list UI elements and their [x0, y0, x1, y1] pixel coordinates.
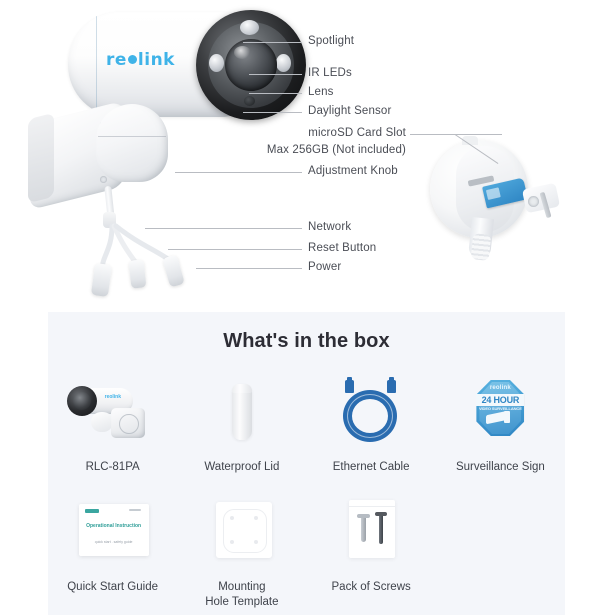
box-item-ethernet-cable: Ethernet Cable [307, 374, 436, 475]
callout-label-microsd-card-slot: microSD Card Slot [308, 127, 406, 139]
screw-bag [349, 500, 396, 558]
lens-glint [234, 46, 251, 59]
logo-dot [127, 55, 137, 64]
lid-body [231, 384, 252, 440]
thumb-camera-bracket-ring [118, 414, 139, 434]
box-item-label-quick-start-guide: Quick Start Guide [67, 581, 158, 593]
rj45-plug-left [345, 377, 355, 393]
box-item-label-surveillance-sign: Surveillance Sign [455, 461, 545, 473]
mount-base-tab [462, 136, 478, 145]
callout-label-microsd-capacity: Max 256GB (Not included) [266, 144, 406, 156]
daylight-sensor-icon [244, 96, 255, 106]
screw-bag-seal [349, 500, 396, 507]
ethernet-cable-icon [323, 374, 419, 452]
box-item-mounting-hole-template: Mounting Hole Template [177, 494, 306, 610]
quick-start-guide-icon: Operational Instruction quick start . sa… [65, 494, 161, 572]
bracket-screw-bottom [100, 176, 107, 183]
mounting-hole-template-icon [194, 494, 290, 572]
template-hole-bl [229, 540, 234, 544]
leader-line-adjustment-knob [175, 172, 302, 173]
sign-headline-text: 24 HOUR [481, 395, 520, 405]
box-item-label-mounting-hole-template: Mounting Hole Template [205, 581, 279, 608]
leader-line-network [145, 228, 302, 229]
guide-corner-text [128, 509, 141, 511]
callout-label-adjustment-knob: Adjustment Knob [308, 165, 398, 177]
sign-octagon-inner [479, 382, 522, 434]
box-items-row-2-spacer [436, 494, 565, 610]
reset-button-connector [128, 259, 147, 289]
adjustment-knob-joint [96, 104, 168, 182]
guide-title-text: Operational Instruction [86, 523, 142, 529]
box-section-title: What's in the box [223, 330, 390, 352]
detail-cable-coil [470, 233, 492, 261]
camera-lens-face [196, 10, 306, 120]
box-item-label-rlc-81pa: RLC-81PA [85, 461, 140, 473]
camera-body-seam [96, 16, 97, 112]
lid-cap [231, 384, 252, 393]
callout-label-spotlight: Spotlight [308, 35, 355, 47]
ir-led-left-icon [209, 54, 224, 72]
rj45-plug-right [387, 377, 397, 393]
box-item-label-ethernet-cable: Ethernet Cable [332, 461, 410, 473]
lens-core [225, 39, 277, 91]
box-item-rlc-81pa: reolink RLC-81PA [48, 374, 177, 475]
thumb-camera-lens-core [72, 392, 91, 410]
box-item-pack-of-screws: Pack of Screws [307, 494, 436, 610]
leader-line-ir-leds [249, 74, 302, 75]
leader-line-reset-button [168, 249, 302, 250]
callout-label-power: Power [308, 261, 342, 273]
thumb-camera-joint [90, 412, 113, 432]
surveillance-sign-icon: reolink 24 HOUR VIDEO SURVEILLANCE [452, 374, 548, 452]
spotlight-led-icon [240, 20, 259, 35]
box-items-row-2: Operational Instruction quick start . sa… [48, 494, 565, 610]
callout-label-reset-button: Reset Button [308, 242, 377, 254]
leader-line-power [196, 268, 302, 269]
sign-subline-text: VIDEO SURVEILLANCE [478, 406, 522, 411]
wall-mount-plate [28, 112, 54, 204]
leader-line-daylight-sensor [243, 112, 302, 113]
template-hole-tl [229, 516, 234, 520]
callout-label-lens: Lens [308, 86, 334, 98]
joint-seam [98, 136, 166, 137]
wall-anchor [361, 514, 367, 542]
template-hole-tr [253, 516, 258, 520]
camera-thumbnail-icon: reolink [65, 374, 161, 452]
sign-headline-band [476, 394, 525, 406]
callout-label-daylight-sensor: Daylight Sensor [308, 105, 392, 117]
screw-head [375, 512, 388, 516]
camera-cable-harness [68, 185, 248, 298]
pack-of-screws-icon [323, 494, 419, 572]
wall-anchor-head [357, 514, 371, 518]
waterproof-lid-icon [194, 374, 290, 452]
box-item-label-waterproof-lid: Waterproof Lid [204, 461, 280, 473]
cable-coil-highlight [347, 394, 394, 438]
sign-camera-mount-glyph [504, 411, 511, 423]
sign-brand-text: reolink [489, 385, 511, 391]
box-items-row-1: reolink RLC-81PA Waterproof Lid [48, 374, 565, 475]
cap-screw-hole [528, 196, 539, 207]
box-item-waterproof-lid: Waterproof Lid [177, 374, 306, 475]
microsd-slot-detail-illustration [412, 130, 592, 265]
guide-logo-mark [84, 509, 99, 513]
screw [379, 512, 384, 544]
leader-line-spotlight [243, 42, 302, 43]
box-item-quick-start-guide: Operational Instruction quick start . sa… [48, 494, 177, 610]
thumb-camera-logo: reolink [104, 394, 122, 400]
template-outline [222, 509, 267, 553]
box-item-surveillance-sign: reolink 24 HOUR VIDEO SURVEILLANCE Surve… [436, 374, 565, 475]
template-hole-br [253, 540, 258, 544]
callout-label-network: Network [308, 221, 352, 233]
guide-footer-text: quick start . safety guide [94, 540, 133, 544]
leader-line-lens [249, 93, 302, 94]
box-item-label-pack-of-screws: Pack of Screws [331, 581, 411, 593]
ir-led-right-icon [276, 54, 291, 72]
whats-in-the-box-panel: What's in the box reolink RLC-81PA [48, 312, 565, 615]
callout-label-ir-leds: IR LEDs [308, 67, 352, 79]
